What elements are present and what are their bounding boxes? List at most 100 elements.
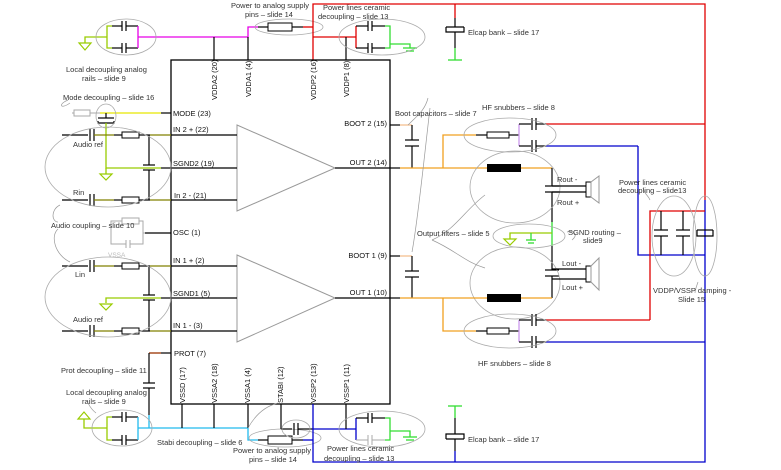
note-local-decoupling-bottom-2: rails – slide 9 [82, 397, 126, 406]
analog-ground-resistor [267, 435, 293, 445]
in1-ellipse [44, 256, 172, 338]
local-decoupling-top-ellipse [95, 18, 157, 56]
note-lin: Lin [75, 270, 85, 279]
pin-vssa1: VSSA1 (4) [243, 367, 252, 403]
boot-leader [407, 97, 429, 126]
analog-supply-rail [138, 26, 258, 38]
pin-vssa2: VSSA2 (18) [210, 363, 219, 403]
hf-snubbers-top-ellipse [463, 117, 557, 153]
pin-vssp2: VSSP2 (13) [309, 363, 318, 403]
pin-vssd: VSSD (17) [178, 367, 187, 403]
pin-vddp1: VDDP1 (8) [342, 60, 351, 97]
stabi-leader [247, 402, 279, 429]
note-power-ceramic-top-1: Power lines ceramic [323, 3, 390, 12]
wire [509, 232, 552, 239]
output-filter-leader-down [431, 239, 486, 269]
boot-leader-2 [411, 107, 431, 253]
snubber-resistor-top [486, 131, 510, 139]
audio-coupling-leader-up [52, 204, 61, 223]
mode-capacitor [97, 113, 115, 124]
note-boot-capacitors: Boot capacitors – slide 7 [395, 109, 477, 118]
note-hf-snubbers-top: HF snubbers – slide 8 [482, 103, 555, 112]
pin-out1: OUT 1 (10) [350, 288, 388, 297]
ground-icon [502, 238, 518, 246]
pin-vssp1: VSSP1 (11) [342, 363, 351, 403]
note-output-filters: Output filters – slide 5 [417, 229, 490, 238]
note-elcap-top: Elcap bank – slide 17 [468, 28, 539, 37]
local-decoupling-top [77, 21, 139, 53]
speaker-left-icon [552, 256, 600, 292]
mode-resistor [73, 109, 91, 117]
pin-vdda1: VDDA1 (4) [244, 60, 253, 97]
note-stabi-decoupling: Stabi decoupling – slide 6 [157, 438, 242, 447]
output-inductor-2 [487, 164, 521, 172]
wire [442, 134, 476, 168]
vddp-rail-top [312, 3, 706, 200]
note-mode-decoupling: Mode decoupling – slide 16 [63, 93, 154, 102]
note-power-analog-bottom-2: pins – slide 14 [249, 455, 297, 464]
pin-sgnd2: SGND2 (19) [173, 159, 215, 168]
pin-in1-minus: IN 1 - (3) [173, 321, 203, 330]
note-power-analog-top-1: Power to analog supply [231, 1, 309, 10]
ceramic-decoupling-right [654, 211, 690, 255]
mode-leader [61, 99, 71, 107]
vssa-label: VSSA [108, 252, 126, 259]
ceramic-decoupling-top [355, 21, 417, 53]
output-filter-leader-up [431, 194, 486, 241]
pin-vddp2: VDDP2 (16) [309, 59, 318, 100]
sgnd1-net [105, 297, 161, 303]
power-ceramic-bottom-ellipse [338, 410, 426, 448]
pin-mode: MODE (23) [173, 109, 211, 118]
stabi-ellipse [281, 419, 311, 439]
damping-capacitor [696, 229, 714, 237]
pin-in2-plus: IN 2 + (22) [173, 125, 209, 134]
note-power-ceramic-top-2: decoupling – slide 13 [318, 12, 388, 21]
pin-stabi: STABI (12) [276, 366, 285, 403]
note-damping-1: VDDP/VSSP damping - [653, 286, 732, 295]
elcap-top [445, 4, 465, 61]
local-decoupling-bottom-ellipse [91, 409, 153, 447]
note-damping-2: Slide 15 [678, 295, 705, 304]
analog-supply-resistor [267, 22, 293, 32]
pin-out2: OUT 2 (14) [350, 158, 388, 167]
note-prot-decoupling: Prot decoupling – slide 11 [61, 366, 147, 375]
elcap-bottom [445, 405, 465, 462]
sgnd2-net [105, 123, 161, 169]
ceramic-decoupling-bottom [355, 413, 417, 445]
power-ceramic-top-ellipse [338, 18, 426, 56]
in2-ellipse [44, 126, 172, 208]
note-power-ceramic-bottom-1: Power lines ceramic [327, 444, 394, 453]
pin-sgnd1: SGND1 (5) [173, 289, 211, 298]
pin-vdda2: VDDA2 (20) [210, 59, 219, 100]
sgnd-routing-ellipse [492, 223, 566, 249]
amplifier-chip [170, 59, 391, 405]
note-power-ceramic-right-2: decoupling – slide13 [618, 186, 686, 195]
note-audio-ref-bottom: Audio ref [73, 315, 104, 324]
hf-snubbers-bottom-ellipse [463, 313, 557, 349]
speaker-right-icon [552, 175, 600, 204]
vssp-rail-bottom [312, 200, 706, 463]
ceramic-right-ellipse [651, 195, 697, 277]
note-lout-plus: Lout + [562, 283, 584, 292]
analog-ground-rail [138, 427, 258, 441]
note-power-analog-top-2: pins – slide 14 [245, 10, 293, 19]
note-local-decoupling-bottom-1: Local decoupling analog [66, 388, 147, 397]
local-decoupling-bottom [76, 411, 139, 445]
note-hf-snubbers-bottom: HF snubbers – slide 8 [478, 359, 551, 368]
output-filter-1-ellipse [469, 246, 561, 320]
osc-network [110, 217, 171, 248]
damping-ellipse [692, 195, 718, 277]
snubber-resistor-bottom [486, 327, 510, 335]
local-decoupling-bottom-leader [87, 402, 97, 414]
note-rout-plus: Rout + [557, 198, 580, 207]
vssp-right-branch [637, 146, 705, 256]
pin-in2-minus: In 2 - (21) [174, 191, 207, 200]
in2-minus-resistor [121, 196, 140, 204]
note-sgnd-routing-1: SGND routing – [568, 228, 622, 237]
ground-icon [98, 173, 114, 181]
note-power-analog-bottom-1: Power to analog supply [233, 446, 311, 455]
note-sgnd-routing-2: slide9 [583, 236, 603, 245]
pin-boot2: BOOT 2 (15) [344, 119, 387, 128]
sgnd-routing-leader [566, 231, 576, 241]
